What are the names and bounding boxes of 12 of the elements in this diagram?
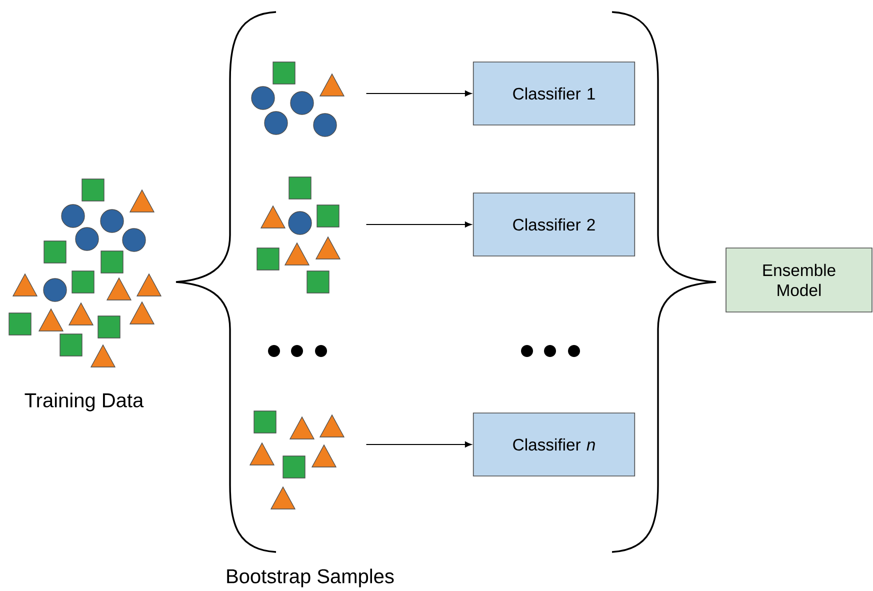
classifier-box: Classifier 2 <box>472 192 636 256</box>
shapes-drawing <box>251 62 345 137</box>
shapes-drawing <box>8 178 162 368</box>
arrow <box>366 90 472 96</box>
shapes-drawing <box>256 176 341 294</box>
classifier-box: Classifier 1 <box>472 62 636 126</box>
arrow <box>366 442 472 448</box>
caption: Bootstrap Samples <box>227 568 394 588</box>
node-label: Training Data <box>24 392 144 412</box>
classifier-box: Classifier n <box>472 412 636 476</box>
arrow <box>366 222 472 228</box>
model-box: Ensemble Model <box>726 248 872 312</box>
